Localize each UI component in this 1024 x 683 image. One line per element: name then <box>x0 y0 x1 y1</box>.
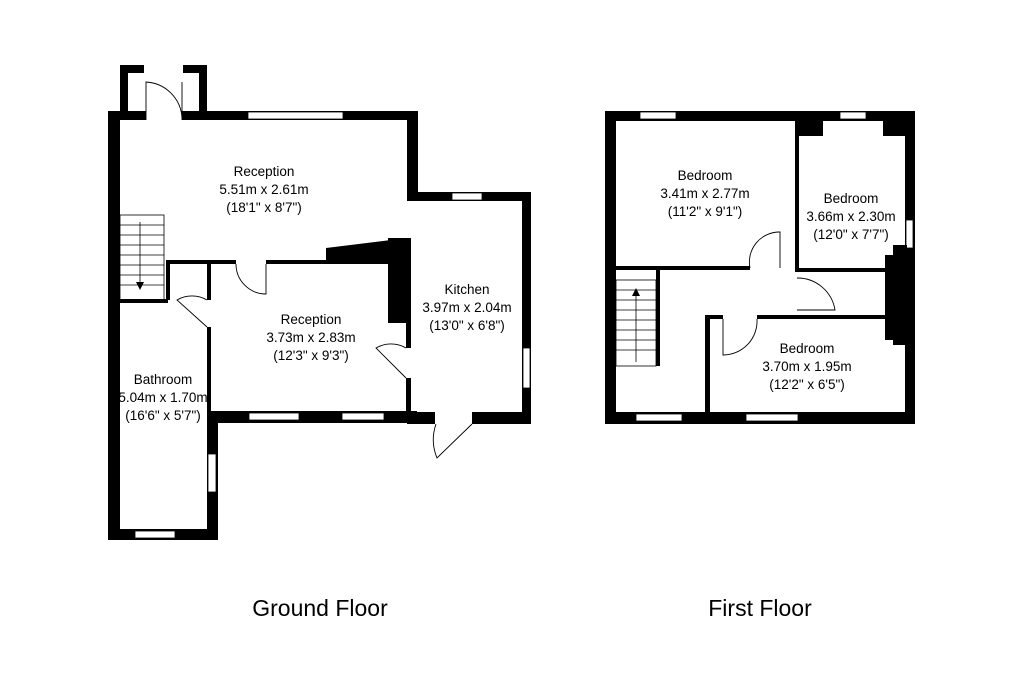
room-dimensions-imperial: (11'2" x 9'1") <box>668 204 743 219</box>
floor-title: First Floor <box>708 595 812 621</box>
room-name: Reception <box>234 164 295 179</box>
window <box>207 453 217 493</box>
room-dimensions-metric: 3.66m x 2.30m <box>806 209 895 224</box>
room-name: Reception <box>281 312 342 327</box>
room-dimensions-imperial: (13'0" x 6'8") <box>429 318 505 333</box>
stairs <box>615 279 657 367</box>
room-name: Kitchen <box>444 282 489 297</box>
window <box>341 412 385 421</box>
window <box>134 530 176 539</box>
window <box>522 347 531 389</box>
door-swing <box>796 277 836 311</box>
room-dimensions-metric: 3.41m x 2.77m <box>660 186 749 201</box>
window <box>745 413 799 422</box>
floor-title: Ground Floor <box>252 595 388 621</box>
room-dimensions-imperial: (16'6" x 5'7") <box>125 408 201 423</box>
door-swing <box>235 263 267 295</box>
ground-floor-plan: Reception 5.51m x 2.61m (18'1" x 8'7") R… <box>108 65 531 621</box>
room-dimensions-metric: 5.51m x 2.61m <box>219 182 308 197</box>
door-swing <box>432 423 473 459</box>
room-name: Bedroom <box>678 168 733 183</box>
stairs <box>119 214 165 301</box>
window <box>635 413 683 422</box>
room-dimensions-imperial: (12'0" x 7'7") <box>813 227 889 242</box>
room-name: Bedroom <box>780 341 835 356</box>
window <box>451 192 483 201</box>
room-name: Bedroom <box>824 191 879 206</box>
room-dimensions-imperial: (12'3" x 9'3") <box>273 348 349 363</box>
room-dimensions-metric: 3.97m x 2.04m <box>422 300 511 315</box>
room-dimensions-metric: 5.04m x 1.70m <box>118 390 207 405</box>
door-swing <box>375 343 407 379</box>
door-swing <box>722 318 758 356</box>
door-swing <box>748 231 781 269</box>
window <box>839 111 867 120</box>
room-dimensions-metric: 3.73m x 2.83m <box>266 330 355 345</box>
room-name: Bathroom <box>134 372 193 387</box>
first-floor-plan: Bedroom 3.41m x 2.77m (11'2" x 9'1") Bed… <box>605 111 915 621</box>
window <box>905 219 914 249</box>
room-dimensions-imperial: (12'2" x 6'5") <box>769 377 845 392</box>
window <box>639 111 677 120</box>
room-dimensions-metric: 3.70m x 1.95m <box>762 359 851 374</box>
door-swing <box>176 295 208 328</box>
window <box>248 412 300 421</box>
window <box>247 111 344 120</box>
door-swing <box>145 81 183 120</box>
room-dimensions-imperial: (18'1" x 8'7") <box>226 200 302 215</box>
